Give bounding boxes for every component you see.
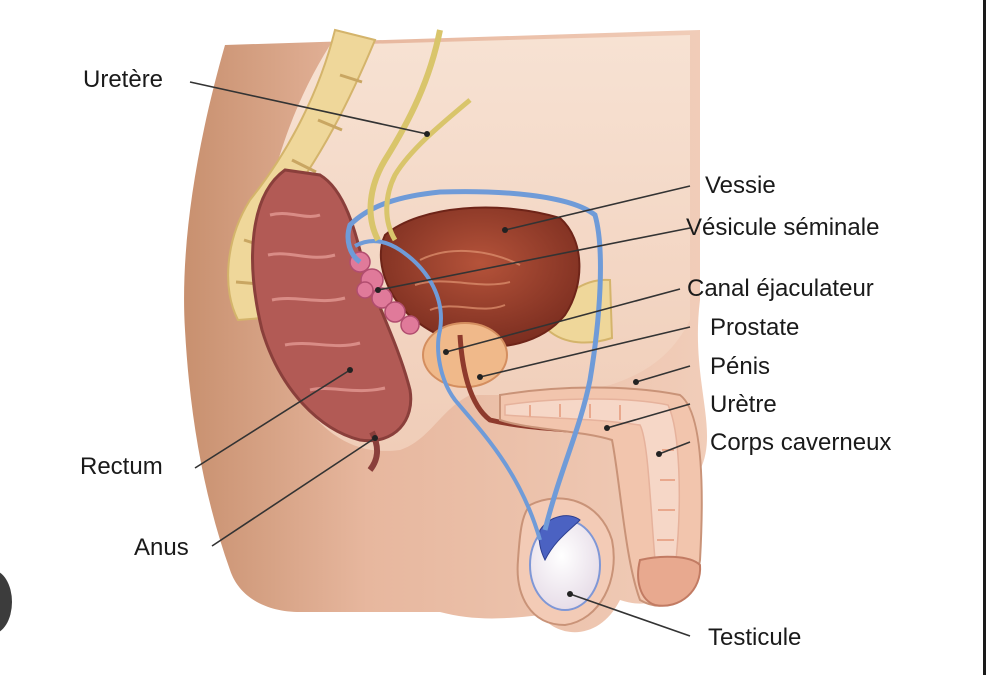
label-penis: Pénis <box>710 353 770 380</box>
prostate <box>422 322 508 388</box>
label-prostate: Prostate <box>710 314 799 341</box>
epididymis <box>538 515 581 562</box>
rectum-folds <box>267 212 386 393</box>
leader-testicule <box>569 593 691 637</box>
corner-button[interactable] <box>0 570 12 634</box>
leader-corps <box>658 441 691 455</box>
glans <box>637 555 702 607</box>
ureter-right <box>384 98 472 242</box>
bladder-wall-folds <box>414 250 521 311</box>
right-frame-border <box>983 0 986 675</box>
label-testicule: Testicule <box>708 624 801 651</box>
label-canal: Canal éjaculateur <box>687 275 874 302</box>
leader-penis <box>635 365 691 383</box>
leader-uretere <box>189 81 428 135</box>
label-rectum: Rectum <box>80 453 163 480</box>
label-corps: Corps caverneux <box>710 429 891 456</box>
leader-rectum <box>194 369 351 469</box>
leader-lines <box>189 81 691 637</box>
leader-vessie <box>504 185 691 231</box>
label-vessie: Vessie <box>705 172 776 199</box>
leader-dots <box>347 131 662 597</box>
label-uretere: Uretère <box>83 66 163 93</box>
vas-deferens <box>345 189 603 531</box>
label-anus: Anus <box>134 534 189 561</box>
bladder <box>379 206 581 348</box>
leader-uretre <box>606 403 691 429</box>
leader-anus <box>211 437 376 547</box>
leader-prostate <box>479 326 691 378</box>
ureter-left <box>367 29 443 242</box>
leader-vesicule <box>377 227 691 291</box>
label-vesicule: Vésicule séminale <box>686 214 879 241</box>
label-uretre: Urètre <box>710 391 777 418</box>
leader-canal <box>445 288 681 353</box>
vas-deferens-2 <box>354 239 542 541</box>
